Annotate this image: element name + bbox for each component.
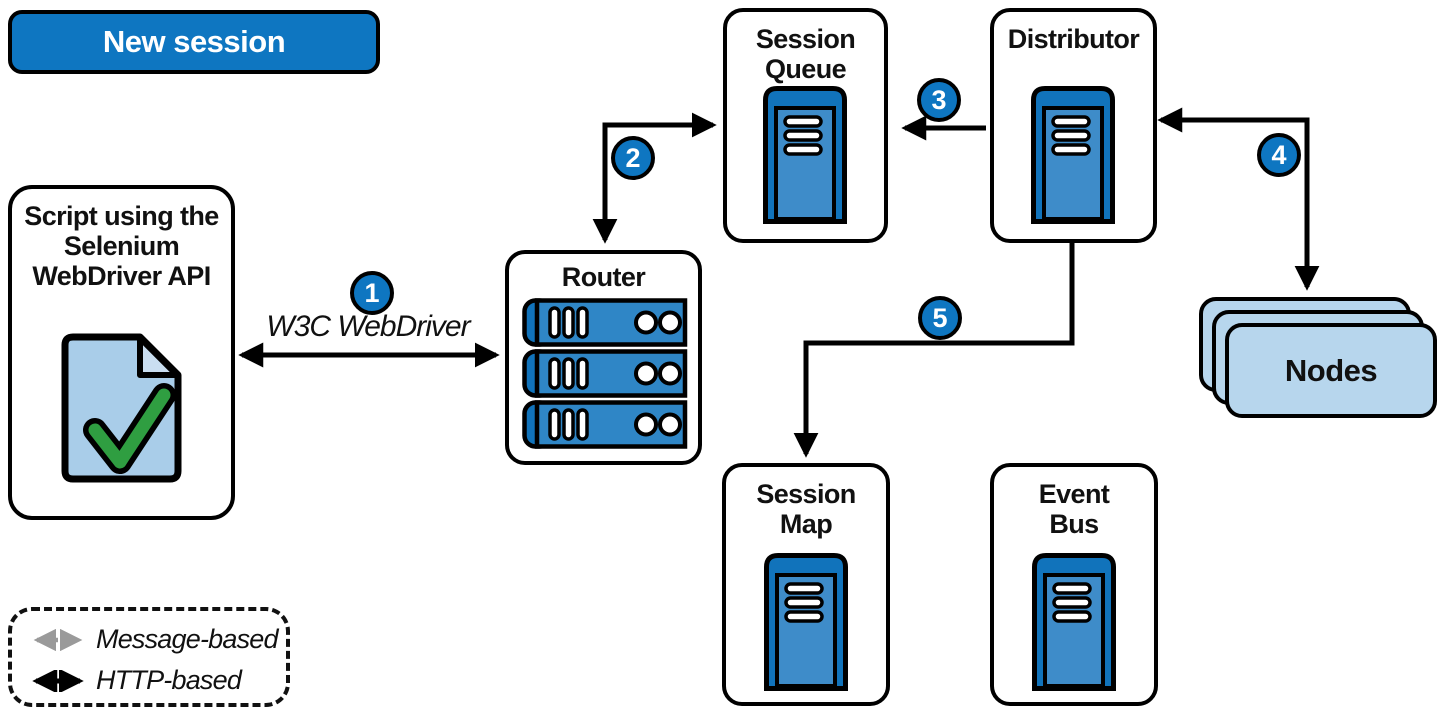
nodes-card-front: Nodes <box>1225 323 1437 418</box>
step-3-badge: 3 <box>917 78 961 122</box>
step-1-badge: 1 <box>350 271 394 315</box>
distributor-box: Distributor <box>990 8 1157 243</box>
event-bus-box: Event Bus <box>990 463 1158 706</box>
distributor-box-title: Distributor <box>1007 24 1140 54</box>
session-queue-box: Session Queue <box>723 8 888 243</box>
server-tower-icon <box>1032 553 1116 691</box>
event-bus-box-title: Event Bus <box>1038 479 1110 540</box>
new-session-badge: New session <box>8 10 380 74</box>
script-box: Script using the Selenium WebDriver API <box>8 185 235 520</box>
http-based-arrow-icon <box>32 669 84 692</box>
server-tower-icon <box>764 553 848 691</box>
message-based-arrow-icon <box>33 628 83 651</box>
script-box-title: Script using the Selenium WebDriver API <box>24 201 219 292</box>
session-queue-box-title: Session Queue <box>755 24 856 85</box>
arrow-distributor-session-map <box>793 243 1075 458</box>
session-map-box: Session Map <box>722 463 890 706</box>
server-tower-icon <box>1031 86 1115 224</box>
legend: Message-based HTTP-based <box>8 607 290 707</box>
w3c-webdriver-label: W3C WebDriver <box>266 310 470 343</box>
step-2-badge: 2 <box>611 136 655 180</box>
legend-item-http-based: HTTP-based <box>20 660 280 701</box>
legend-item-message-based: Message-based <box>20 619 280 660</box>
server-rack-icon <box>522 298 688 449</box>
document-check-icon <box>61 333 182 483</box>
router-box: Router <box>505 250 702 465</box>
router-box-title: Router <box>561 262 646 292</box>
session-map-box-title: Session Map <box>756 479 856 540</box>
step-5-badge: 5 <box>918 296 962 340</box>
server-tower-icon <box>763 86 847 224</box>
step-4-badge: 4 <box>1257 133 1301 177</box>
